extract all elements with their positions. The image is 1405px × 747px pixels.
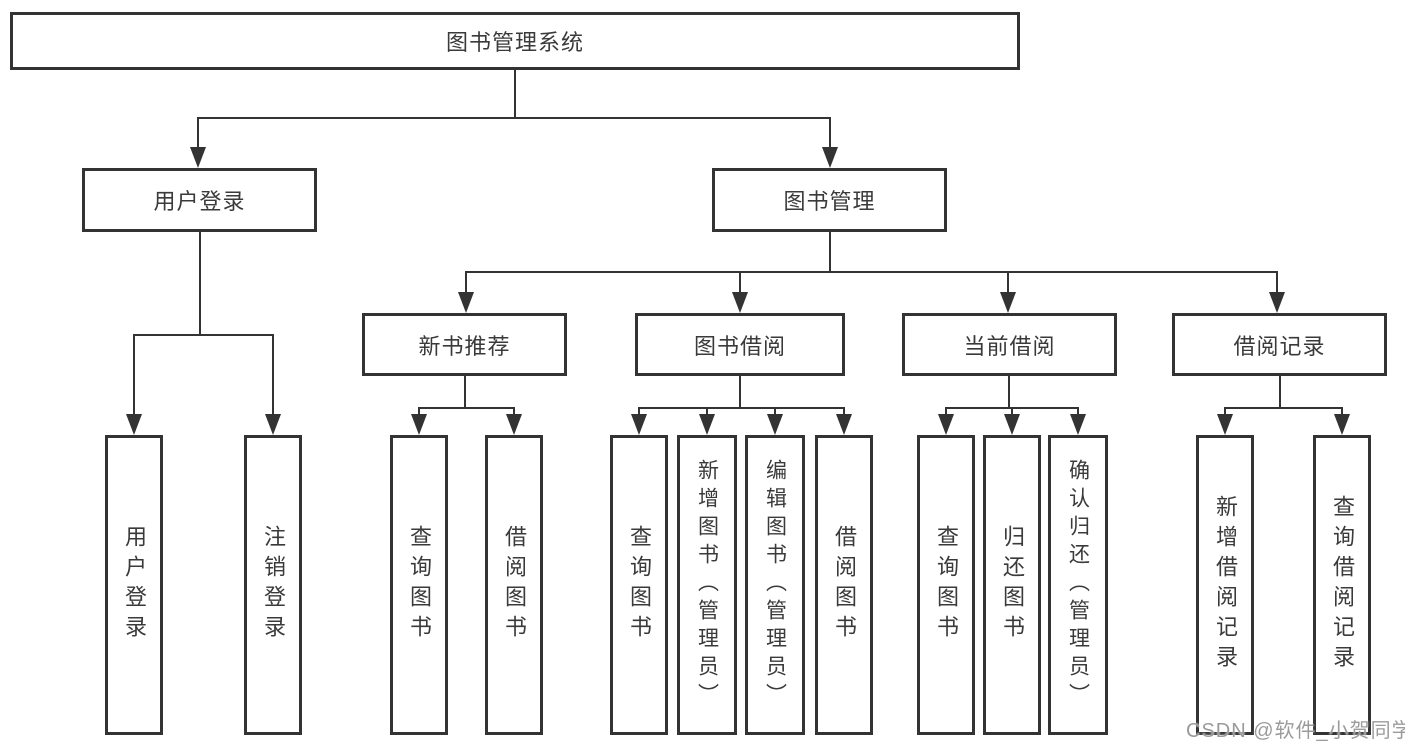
connector-line: [1007, 272, 1009, 294]
connector-line: [464, 376, 466, 409]
node-query-book-3: 查询图书: [917, 435, 975, 735]
node-confirm-return-admin: 确认归还（管理员）: [1048, 435, 1108, 735]
connector-line: [843, 408, 845, 416]
node-label: 编辑图书（管理员）: [763, 459, 787, 711]
connector-line: [199, 232, 201, 336]
node-edit-book-admin: 编辑图书（管理员）: [745, 435, 805, 735]
connector-line: [133, 335, 135, 416]
arrowhead-icon: [836, 414, 852, 435]
node-new-book-recommend: 新书推荐: [362, 313, 567, 376]
connector-line: [945, 407, 1079, 409]
connector-line: [418, 407, 515, 409]
node-add-book-admin: 新增图书（管理员）: [677, 435, 737, 735]
node-query-borrow-record: 查询借阅记录: [1313, 435, 1371, 735]
node-label: 查询图书: [627, 525, 652, 645]
connector-line: [465, 271, 1278, 273]
node-label: 图书借阅: [693, 333, 786, 359]
node-label: 当前借阅: [963, 333, 1056, 359]
connector-line: [465, 272, 467, 294]
connector-line: [1011, 408, 1013, 416]
node-user-login: 用户登录: [82, 168, 317, 232]
connector-line: [1276, 272, 1278, 294]
connector-line: [197, 117, 831, 119]
connector-line: [272, 335, 274, 416]
node-borrow-book-2: 借阅图书: [815, 435, 873, 735]
node-label: 图书管理系统: [445, 30, 584, 55]
node-label: 用户登录: [122, 525, 147, 645]
connector-line: [418, 408, 420, 416]
connector-line: [829, 118, 831, 149]
arrowhead-icon: [1000, 292, 1016, 313]
connector-line: [1224, 408, 1226, 416]
connector-line: [739, 376, 741, 409]
node-label: 借阅图书: [502, 525, 527, 645]
node-book-management: 图书管理: [712, 168, 947, 232]
node-label: 借阅记录: [1233, 333, 1326, 359]
node-book-borrow: 图书借阅: [635, 313, 845, 376]
node-label: 查询图书: [407, 525, 432, 645]
arrowhead-icon: [506, 414, 522, 435]
node-label: 新增借阅记录: [1213, 495, 1238, 675]
node-label: 借阅图书: [832, 525, 857, 645]
node-borrow-book-1: 借阅图书: [485, 435, 543, 735]
connector-line: [513, 408, 515, 416]
node-logout: 注销登录: [244, 435, 302, 735]
connector-line: [774, 408, 776, 416]
connector-line: [1279, 376, 1281, 409]
connector-line: [197, 118, 199, 149]
arrowhead-icon: [1070, 414, 1086, 435]
arrowhead-icon: [411, 414, 427, 435]
arrowhead-icon: [1334, 414, 1350, 435]
node-label: 查询图书: [934, 525, 959, 645]
arrowhead-icon: [938, 414, 954, 435]
connector-line: [514, 70, 516, 119]
connector-line: [1008, 376, 1010, 409]
connector-line: [739, 272, 741, 294]
node-user-login-leaf: 用户登录: [105, 435, 163, 735]
node-label: 确认归还（管理员）: [1066, 459, 1090, 711]
watermark-text: CSDN @软件_小贺同学: [1186, 720, 1405, 742]
connector-line: [706, 408, 708, 416]
connector-line: [133, 334, 274, 336]
connector-line: [1341, 408, 1343, 416]
connector-line: [1077, 408, 1079, 416]
node-label: 注销登录: [261, 525, 286, 645]
node-label: 新增图书（管理员）: [695, 459, 719, 711]
arrowhead-icon: [1004, 414, 1020, 435]
arrowhead-icon: [631, 414, 647, 435]
connector-line: [1224, 407, 1343, 409]
arrowhead-icon: [1217, 414, 1233, 435]
arrowhead-icon: [126, 414, 142, 435]
node-label: 归还图书: [1000, 525, 1025, 645]
node-query-book-2: 查询图书: [610, 435, 668, 735]
connector-line: [638, 408, 640, 416]
arrowhead-icon: [732, 292, 748, 313]
arrowhead-icon: [190, 147, 206, 168]
connector-line: [829, 232, 831, 273]
node-return-book: 归还图书: [983, 435, 1041, 735]
node-label: 用户登录: [153, 189, 246, 214]
arrowhead-icon: [265, 414, 281, 435]
node-query-book-1: 查询图书: [390, 435, 448, 735]
arrowhead-icon: [458, 292, 474, 313]
arrowhead-icon: [767, 414, 783, 435]
arrowhead-icon: [822, 147, 838, 168]
node-current-borrow: 当前借阅: [902, 313, 1117, 376]
node-label: 查询借阅记录: [1330, 495, 1355, 675]
node-label: 新书推荐: [418, 333, 511, 359]
connector-line: [945, 408, 947, 416]
node-add-borrow-record: 新增借阅记录: [1196, 435, 1254, 735]
node-borrow-records: 借阅记录: [1172, 313, 1387, 376]
node-library-system: 图书管理系统: [10, 12, 1020, 70]
node-label: 图书管理: [783, 189, 876, 214]
arrowhead-icon: [1269, 292, 1285, 313]
arrowhead-icon: [699, 414, 715, 435]
connector-line: [638, 407, 845, 409]
